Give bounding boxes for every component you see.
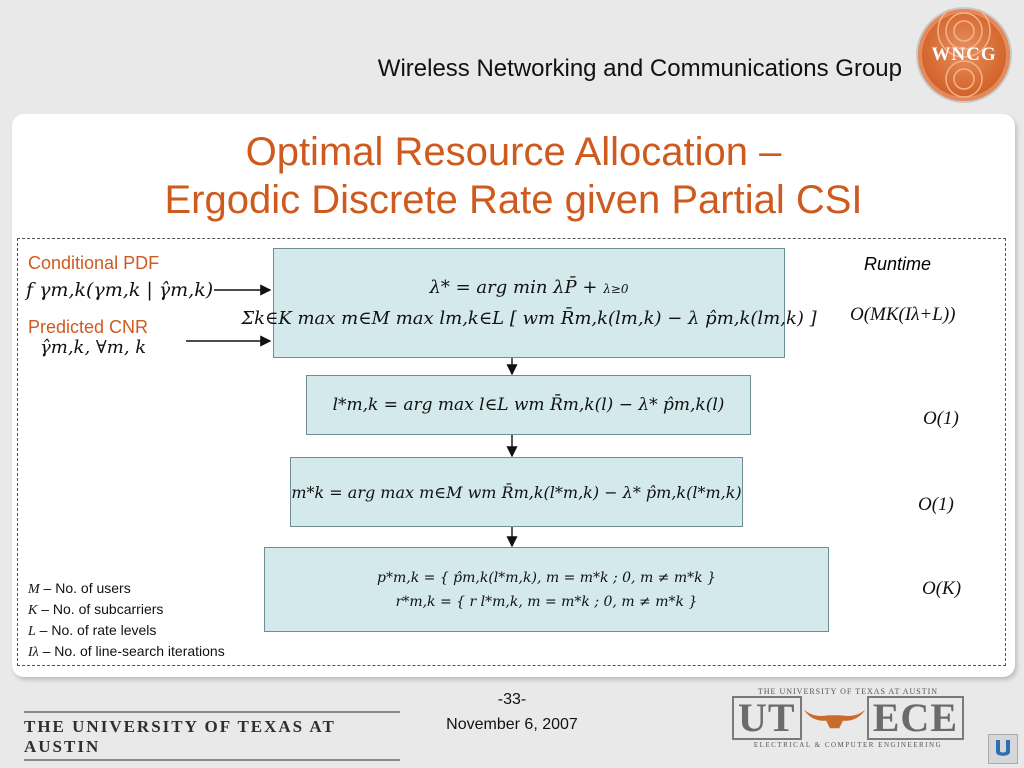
u-logo-icon bbox=[988, 734, 1018, 764]
eq4-right: r*m,k = { r l*m,k, m = m*k ; 0, m ≠ m*k … bbox=[395, 593, 698, 610]
slide-title-line1: Optimal Resource Allocation – bbox=[245, 130, 782, 174]
equation-box-lambda: λ* = arg min λP̄ + λ≥0 Σk∈K max m∈M max … bbox=[241, 248, 817, 358]
legend-item: Iλ – No. of line-search iterations bbox=[28, 643, 225, 660]
utece-top-text: THE UNIVERSITY OF TEXAS AT AUSTIN bbox=[757, 687, 939, 696]
ut-austin-wordmark: THE UNIVERSITY OF TEXAS AT AUSTIN bbox=[24, 711, 400, 761]
slide-title-line2: Ergodic Discrete Rate given Partial CSI bbox=[164, 178, 863, 222]
group-name: Wireless Networking and Communications G… bbox=[377, 55, 902, 82]
conditional-pdf-math: f γm,k(γm,k | γ̂m,k) bbox=[26, 279, 214, 301]
predicted-cnr-math: γ̂m,k, ∀m, k bbox=[40, 337, 147, 358]
runtime-heading: Runtime bbox=[864, 254, 932, 274]
slide-title: Optimal Resource Allocation – Ergodic Di… bbox=[12, 128, 1015, 224]
wncg-rings bbox=[937, 9, 991, 98]
eq3-text: m*k = arg max m∈M wm R̄m,k(l*m,k) − λ* p… bbox=[291, 482, 742, 502]
legend-item: M – No. of users bbox=[28, 580, 131, 597]
eq2-text: l*m,k = arg max l∈L wm R̄m,k(l) − λ* p̂m… bbox=[332, 395, 725, 415]
conditional-pdf-label: Conditional PDF bbox=[28, 253, 160, 273]
eq1-line1: λ* = arg min λP̄ + λ≥0 bbox=[429, 277, 629, 298]
u-logo-shape bbox=[996, 740, 1010, 756]
wncg-logo-text: WNCG bbox=[931, 44, 997, 65]
presentation-date: November 6, 2007 bbox=[446, 716, 578, 733]
runtime-r4: O(K) bbox=[922, 578, 962, 599]
longhorn-icon bbox=[803, 709, 865, 729]
page-number: -33- bbox=[497, 691, 527, 708]
eq4-left: p*m,k = { p̂m,k(l*m,k), m = m*k ; 0, m ≠… bbox=[377, 569, 716, 586]
equation-box-m-star: m*k = arg max m∈M wm R̄m,k(l*m,k) − λ* p… bbox=[290, 457, 743, 527]
legend-item: L – No. of rate levels bbox=[28, 622, 157, 639]
wncg-logo-icon: WNCG bbox=[918, 9, 1010, 101]
ut-ece-logo: THE UNIVERSITY OF TEXAS AT AUSTIN UT ECE… bbox=[732, 687, 964, 751]
runtime-r2: O(1) bbox=[923, 408, 959, 429]
predicted-cnr-label: Predicted CNR bbox=[28, 317, 149, 337]
equation-box-l-star: l*m,k = arg max l∈L wm R̄m,k(l) − λ* p̂m… bbox=[306, 375, 751, 435]
utece-bottom-text: ELECTRICAL & COMPUTER ENGINEERING bbox=[753, 741, 943, 749]
utece-ut: UT bbox=[732, 696, 802, 740]
utece-mid: UT ECE bbox=[732, 696, 964, 740]
dashed-frame bbox=[17, 238, 1006, 666]
utece-ece: ECE bbox=[866, 696, 964, 740]
runtime-r1: O(MK(Iλ+L)) bbox=[850, 304, 956, 325]
runtime-r3: O(1) bbox=[918, 494, 954, 515]
legend-item: K – No. of subcarriers bbox=[28, 601, 164, 618]
equation-box-p-r: p*m,k = { p̂m,k(l*m,k), m = m*k ; 0, m ≠… bbox=[264, 547, 829, 632]
eq1-line2: Σk∈K max m∈M max lm,k∈L [ wm R̄m,k(lm,k)… bbox=[241, 308, 817, 329]
